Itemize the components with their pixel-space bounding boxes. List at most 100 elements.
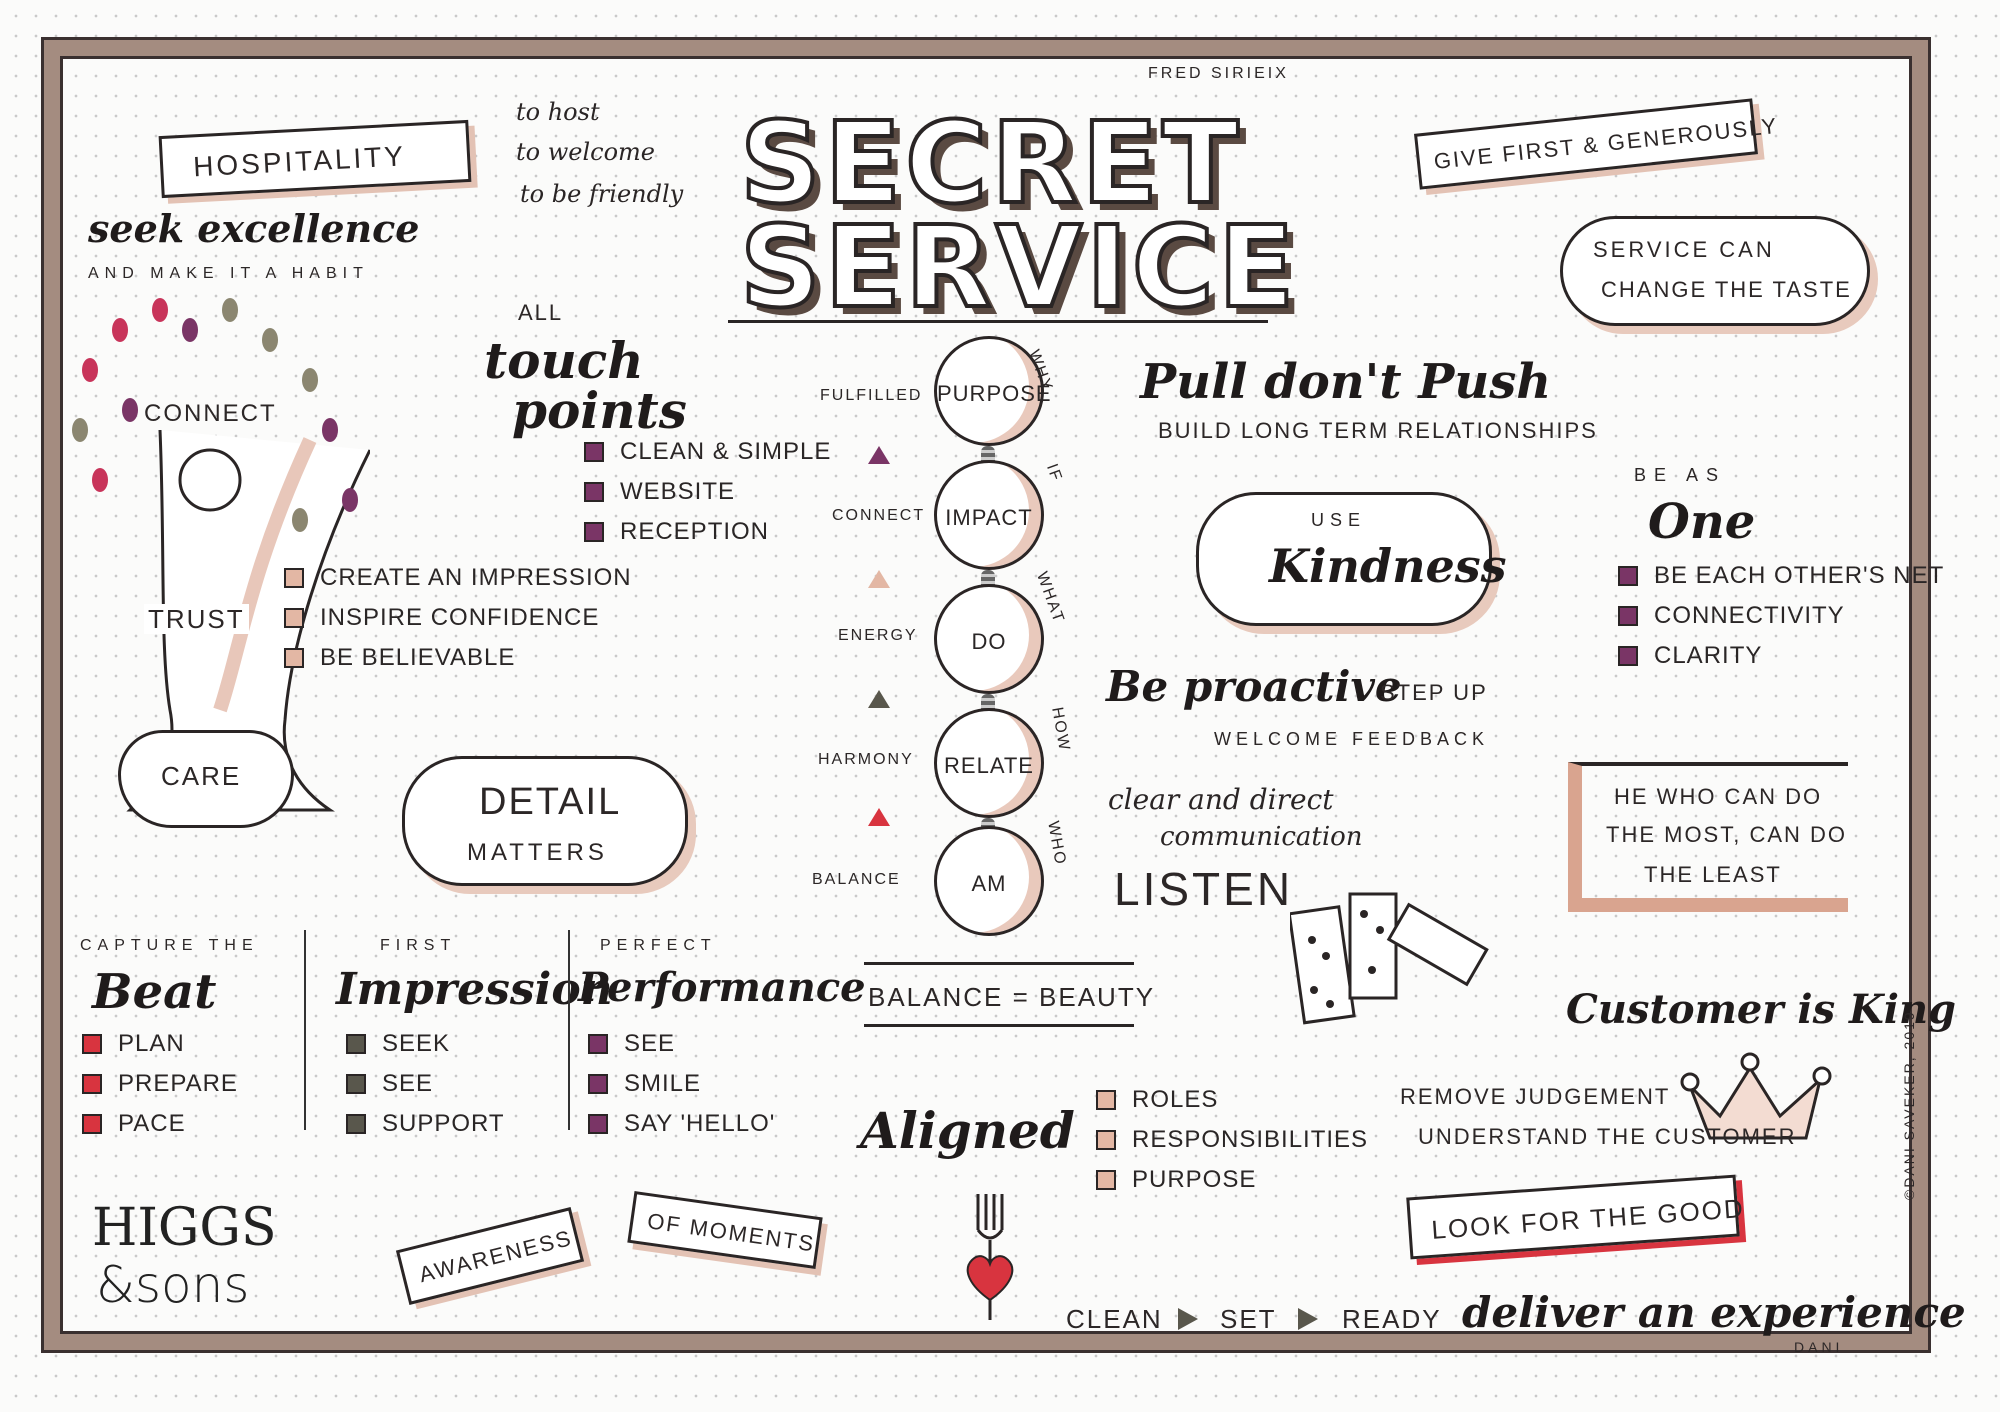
- listen-word: LISTEN: [1114, 863, 1294, 915]
- detail-cloud: DETAIL MATTERS: [402, 756, 688, 886]
- kindness-cloud: USE Kindness: [1196, 492, 1507, 626]
- one-be-as: BE AS: [1634, 465, 1727, 485]
- awareness-b: OF MOMENTS: [645, 1208, 817, 1257]
- list-item: WEBSITE: [584, 478, 831, 518]
- checkbox-icon: [1618, 606, 1638, 626]
- checkbox-icon: [1096, 1170, 1116, 1190]
- checkbox-icon: [584, 522, 604, 542]
- checkbox-icon: [284, 608, 304, 628]
- customer-line1: REMOVE JUDGEMENT: [1400, 1084, 1671, 1109]
- domino-icon: [1290, 892, 1489, 1025]
- performance-word: Performance: [578, 964, 866, 1011]
- checkbox-icon: [584, 442, 604, 462]
- list-item: INSPIRE CONFIDENCE: [284, 604, 632, 644]
- taste-line1: SERVICE CAN: [1593, 237, 1775, 262]
- triangle-icon: [868, 446, 890, 464]
- care-heart: CARE: [118, 730, 294, 828]
- proactive-step: STEP UP: [1380, 680, 1488, 705]
- kindness-use: USE: [1311, 510, 1367, 530]
- clear-line2: communication: [1160, 822, 1363, 852]
- checkbox-icon: [284, 568, 304, 588]
- circle-do: DO: [934, 584, 1044, 694]
- checkbox-icon: [1096, 1090, 1116, 1110]
- detail-word: DETAIL: [479, 781, 622, 823]
- list-item: PURPOSE: [1096, 1166, 1368, 1206]
- proactive-welcome: WELCOME FEEDBACK: [1214, 729, 1490, 749]
- taste-line2: CHANGE THE TASTE: [1601, 277, 1852, 302]
- list-item: SMILE: [588, 1070, 775, 1110]
- aligned-word: Aligned: [860, 1101, 1075, 1160]
- csr-ready: READY: [1342, 1304, 1442, 1334]
- one-word: One: [1648, 494, 1756, 550]
- checkbox-icon: [1618, 566, 1638, 586]
- checkbox-icon: [284, 648, 304, 668]
- trust-list: CREATE AN IMPRESSION INSPIRE CONFIDENCE …: [284, 564, 632, 684]
- higgs-logo: HIGGS: [92, 1198, 277, 1258]
- deliver-text: deliver an experience: [1462, 1288, 1966, 1337]
- touch-all: ALL: [518, 300, 564, 325]
- performance-pre: PERFECT: [600, 937, 717, 954]
- chain-left-4: BALANCE: [812, 871, 901, 888]
- habit-text: AND MAKE IT A HABIT: [88, 265, 369, 282]
- list-item: RESPONSIBILITIES: [1096, 1126, 1368, 1166]
- quote-line1: HE WHO CAN DO: [1614, 784, 1823, 809]
- meaning-friendly: to be friendly: [520, 180, 684, 208]
- fork-heart-icon: [966, 1194, 1014, 1320]
- customer-line2: UNDERSTAND THE CUSTOMER: [1418, 1124, 1797, 1149]
- balance-line-top: [864, 962, 1134, 965]
- impression-list: SEEK SEE SUPPORT: [346, 1030, 505, 1150]
- play-icon: [1178, 1308, 1198, 1330]
- list-item: SEEK: [346, 1030, 505, 1070]
- triangle-icon: [868, 690, 890, 708]
- pull-sub: BUILD LONG TERM RELATIONSHIPS: [1158, 418, 1598, 443]
- divider: [304, 930, 306, 1130]
- checkbox-icon: [588, 1034, 608, 1054]
- beat-list: PLAN PREPARE PACE: [82, 1030, 238, 1150]
- touch-list: CLEAN & SIMPLE WEBSITE RECEPTION: [584, 438, 831, 558]
- chain-left-3: HARMONY: [818, 751, 914, 768]
- list-item: PREPARE: [82, 1070, 238, 1110]
- checkbox-icon: [588, 1074, 608, 1094]
- one-list: BE EACH OTHER'S NET CONNECTIVITY CLARITY: [1618, 562, 1944, 682]
- play-icon: [1298, 1308, 1318, 1330]
- circle-am: AM: [934, 826, 1044, 936]
- clear-line1: clear and direct: [1108, 783, 1334, 816]
- taste-cloud: SERVICE CAN CHANGE THE TASTE: [1560, 216, 1870, 326]
- crown-icon: [1680, 1052, 1832, 1140]
- list-item: BE BELIEVABLE: [284, 644, 632, 684]
- title-service: SERVICE: [738, 203, 1299, 333]
- checkbox-icon: [346, 1114, 366, 1134]
- list-item: CREATE AN IMPRESSION: [284, 564, 632, 604]
- aligned-list: ROLES RESPONSIBILITIES PURPOSE: [1096, 1086, 1368, 1206]
- circle-relate: RELATE: [934, 708, 1044, 818]
- tree-connect: CONNECT: [144, 400, 277, 427]
- hospitality-label: HOSPITALITY: [192, 140, 407, 183]
- customer-title: Customer is King: [1566, 986, 1957, 1033]
- csr-clean: CLEAN: [1066, 1304, 1163, 1334]
- touch-word: touch: [484, 331, 644, 390]
- list-item: CLARITY: [1618, 642, 1944, 682]
- triangle-icon: [868, 570, 890, 588]
- list-item: SEE: [346, 1070, 505, 1110]
- circle-impact: IMPACT: [934, 460, 1044, 570]
- list-item: PACE: [82, 1110, 238, 1150]
- quote-line2: THE MOST, CAN DO: [1606, 822, 1848, 847]
- checkbox-icon: [346, 1074, 366, 1094]
- quote-bracket: [1568, 762, 1848, 912]
- meaning-welcome: to welcome: [516, 138, 655, 166]
- list-item: RECEPTION: [584, 518, 831, 558]
- beat-pre: CAPTURE THE: [80, 937, 259, 954]
- list-item: SAY 'HELLO': [588, 1110, 775, 1150]
- list-item: SUPPORT: [346, 1110, 505, 1150]
- chain-left-0: FULFILLED: [820, 387, 923, 404]
- list-item: SEE: [588, 1030, 775, 1070]
- balance-line-bottom: [864, 1024, 1134, 1027]
- title-secret: SECRET: [738, 99, 1243, 229]
- checkbox-icon: [1096, 1130, 1116, 1150]
- divider: [568, 930, 570, 1130]
- checkbox-icon: [82, 1034, 102, 1054]
- proactive-word: Be proactive: [1106, 662, 1402, 711]
- title-underline: [728, 320, 1268, 323]
- tree-trust: TRUST: [144, 604, 249, 634]
- list-item: CLEAN & SIMPLE: [584, 438, 831, 478]
